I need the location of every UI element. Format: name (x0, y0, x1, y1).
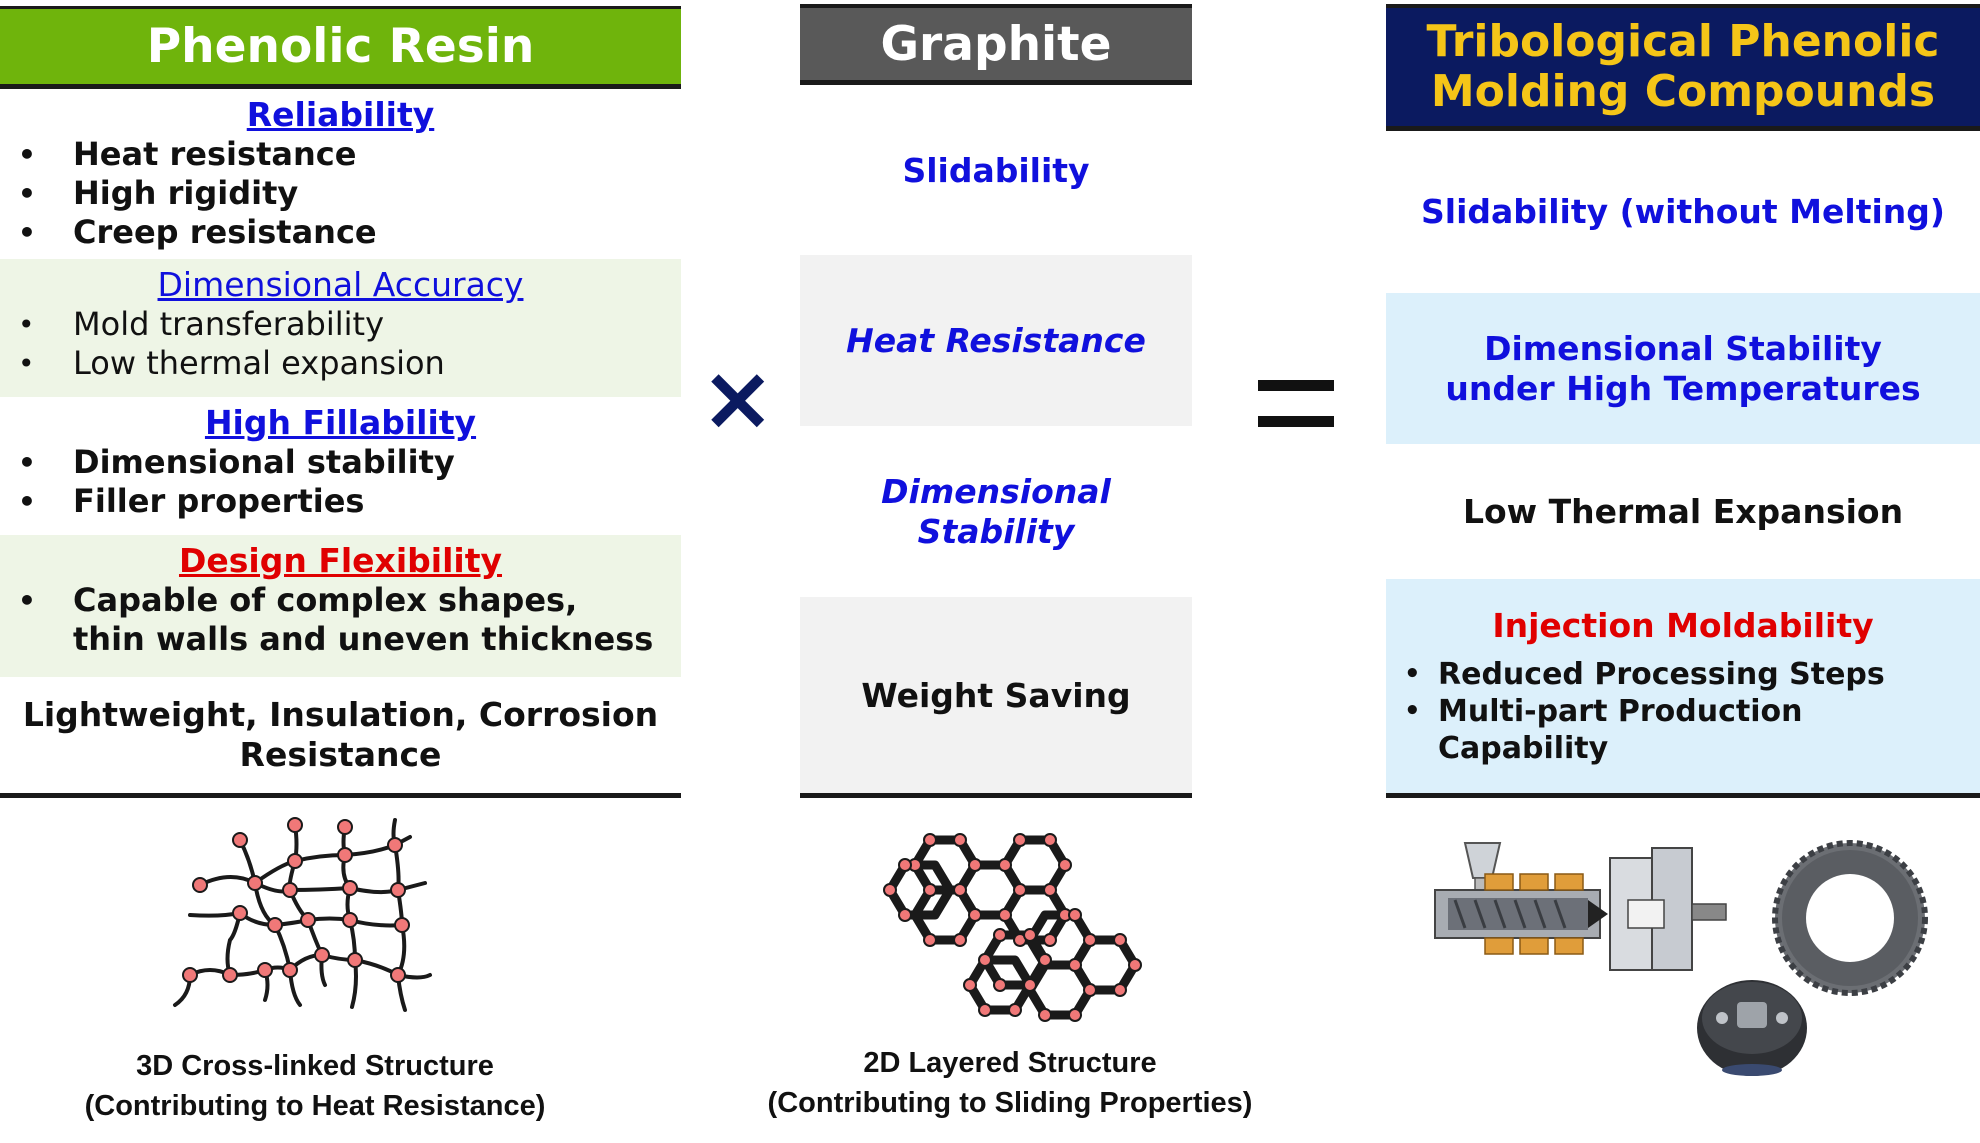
cross-linked-network-icon (173, 817, 432, 1012)
phenolic-resin-panel: Phenolic Resin Reliability •Heat resista… (0, 6, 681, 798)
list-item: •Multi-part Production Capability (1404, 693, 1803, 766)
molded-part-icon (1697, 980, 1807, 1076)
equals-sign (1258, 380, 1334, 430)
dimensional-accuracy-list: •Mold transferability •Low thermal expan… (0, 305, 681, 383)
list-item: •Filler properties (18, 482, 365, 520)
bottom-divider (800, 793, 1192, 798)
graphite-structure-caption: 2D Layered Structure (Contributing to Sl… (767, 1047, 1253, 1119)
reliability-list: •Heat resistance •High rigidity •Creep r… (0, 135, 681, 252)
design-flexibility-section: Design Flexibility •Capable of complex s… (0, 535, 681, 677)
bottom-divider (0, 793, 681, 798)
design-flexibility-heading: Design Flexibility (178, 541, 502, 580)
list-item: •Heat resistance (18, 135, 357, 173)
graphite-layers-icon (883, 833, 1142, 1022)
compounds-title: Tribological Phenolic Molding Compounds (1386, 4, 1980, 126)
graphite-row-dimensional-stability: Dimensional Stability (881, 471, 1111, 551)
high-fillability-heading: High Fillability (204, 403, 477, 442)
reliability-heading: Reliability (246, 95, 435, 134)
reliability-section: Reliability •Heat resistance •High rigid… (0, 89, 681, 265)
design-flexibility-list: •Capable of complex shapes,thin walls an… (0, 581, 681, 659)
footer-line: Resistance (239, 735, 442, 774)
high-fillability-list: •Dimensional stability •Filler propertie… (0, 443, 681, 521)
header-divider (1386, 126, 1980, 131)
list-item: •Reduced Processing Steps (1404, 656, 1885, 692)
compounds-row-injection-moldability: Injection Moldability •Reduced Processin… (1386, 579, 1980, 793)
compounds-row-slidability: Slidability (without Melting) (1420, 192, 1945, 231)
list-item: •Low thermal expansion (18, 344, 445, 382)
list-item: •Dimensional stability (18, 443, 455, 481)
injection-molding-machine-icon (1434, 842, 1727, 971)
sintered-ring-part-icon (1772, 840, 1928, 996)
phenolic-structure-caption: 3D Cross-linked Structure (Contributing … (84, 1050, 546, 1122)
list-item: •Mold transferability (18, 305, 385, 343)
compounds-row-dimensional-stability: Dimensional Stability under High Tempera… (1386, 293, 1980, 444)
graphite-title: Graphite (800, 4, 1192, 80)
list-item: •High rigidity (18, 174, 299, 212)
general-properties-footer: Lightweight, Insulation, Corrosion Resis… (0, 677, 681, 793)
bottom-divider (1386, 793, 1980, 798)
graphite-panel: Graphite Slidability Heat Resistance Dim… (800, 4, 1192, 798)
list-item: •Creep resistance (18, 213, 377, 251)
dimensional-accuracy-section: Dimensional Accuracy •Mold transferabili… (0, 259, 681, 397)
list-item: •Capable of complex shapes,thin walls an… (18, 581, 654, 658)
dimensional-accuracy-heading: Dimensional Accuracy (157, 265, 524, 304)
injection-moldability-heading: Injection Moldability (1492, 605, 1874, 645)
high-fillability-section: High Fillability •Dimensional stability … (0, 397, 681, 535)
footer-line: Lightweight, Insulation, Corrosion (22, 695, 659, 734)
graphite-row-weight-saving: Weight Saving (800, 597, 1192, 793)
multiply-sign: × (700, 346, 776, 451)
compounds-row-low-thermal-expansion: Low Thermal Expansion (1462, 491, 1904, 531)
graphite-row-heat-resistance: Heat Resistance (800, 255, 1192, 426)
header-divider (800, 80, 1192, 85)
phenolic-resin-title: Phenolic Resin (0, 6, 681, 84)
injection-moldability-list: •Reduced Processing Steps •Multi-part Pr… (1386, 656, 1980, 767)
graphite-row-slidability: Slidability (902, 150, 1090, 190)
compounds-panel: Tribological Phenolic Molding Compounds … (1386, 4, 1980, 798)
header-divider (0, 84, 681, 89)
